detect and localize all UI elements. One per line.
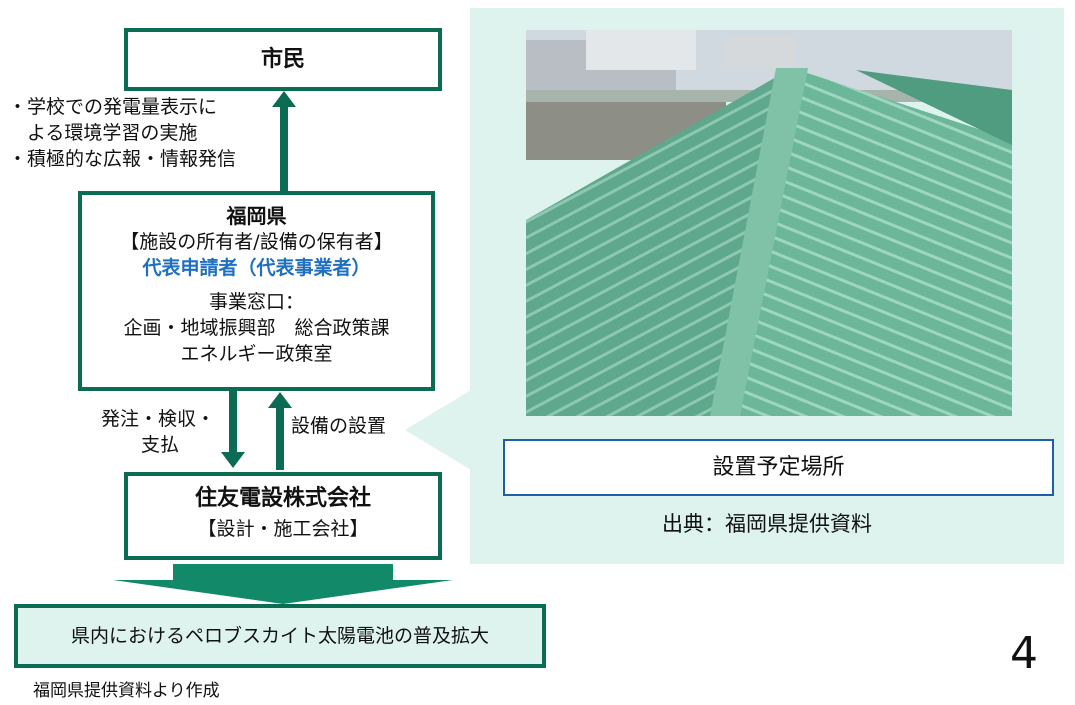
prefecture-box: 福岡県 【施設の所有者/設備の保有者】 代表申請者（代表事業者） 事業窓口： 企… xyxy=(78,191,435,391)
result-arrow xyxy=(113,564,453,604)
contact-heading: 事業窓口： xyxy=(208,291,304,313)
install-arrow-shaft xyxy=(276,406,284,470)
activity-bullets: ・学校での発電量表示に よる環境学習の実施 ・積極的な広報・情報発信 xyxy=(8,94,236,172)
prefecture-role: 【施設の所有者/設備の保有者】 xyxy=(120,231,393,253)
photo-source: 出典：福岡県提供資料 xyxy=(662,512,872,536)
install-label: 設備の設置 xyxy=(291,415,387,437)
callout-pointer xyxy=(405,390,471,470)
result-label: 県内におけるペロブスカイト太陽電池の普及拡大 xyxy=(70,625,489,647)
company-box: 住友電設株式会社 【設計・施工会社】 xyxy=(124,472,442,560)
company-role: 【設計・施工会社】 xyxy=(197,518,369,540)
install-arrow-head xyxy=(268,392,292,408)
bullet-item: ・学校での発電量表示に xyxy=(8,96,218,118)
contact-office: エネルギー政策室 xyxy=(180,343,333,365)
contact-department: 企画・地域振興部 総合政策課 xyxy=(123,317,390,339)
roof-photo xyxy=(526,30,1012,416)
citizen-box: 市民 xyxy=(124,28,442,91)
location-caption: 設置予定場所 xyxy=(503,439,1054,496)
representative-applicant: 代表申請者（代表事業者） xyxy=(142,257,371,279)
page-number: 4 xyxy=(1010,628,1038,679)
company-name: 住友電設株式会社 xyxy=(194,486,371,511)
arrow-to-citizen-head xyxy=(272,91,296,107)
bullet-item: ・積極的な広報・情報発信 xyxy=(8,148,237,170)
prefecture-title: 福岡県 xyxy=(226,204,287,228)
result-box: 県内におけるペロブスカイト太陽電池の普及拡大 xyxy=(14,604,546,668)
arrow-to-citizen-shaft xyxy=(280,100,288,191)
citizen-label: 市民 xyxy=(260,47,305,72)
footer-note: 福岡県提供資料より作成 xyxy=(33,681,220,701)
bullet-item: よる環境学習の実施 xyxy=(8,122,198,144)
order-arrow-shaft xyxy=(229,391,237,453)
order-arrow-head xyxy=(221,452,245,468)
order-label: 発注・検収・ 支払 xyxy=(101,408,216,456)
